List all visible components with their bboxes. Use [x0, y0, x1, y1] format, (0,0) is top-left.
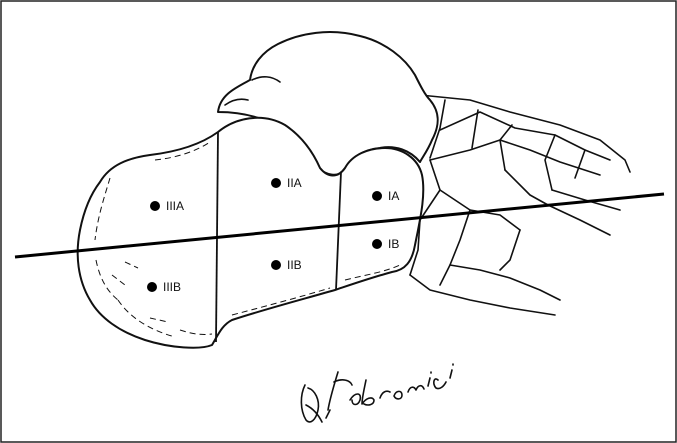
svg-text:IIA: IIA — [287, 176, 302, 190]
svg-text:IIIB: IIIB — [163, 280, 181, 294]
svg-text:IIIA: IIIA — [166, 199, 184, 213]
zone-marker-IIIA: IIIA — [150, 199, 184, 213]
svg-text:IIB: IIB — [287, 258, 302, 272]
zone-marker-IIIB: IIIB — [147, 280, 181, 294]
zone-marker-IIA: IIA — [271, 176, 302, 190]
svg-text:IB: IB — [388, 237, 399, 251]
svg-text:IA: IA — [388, 189, 399, 203]
zone-marker-IIB: IIB — [271, 258, 302, 272]
